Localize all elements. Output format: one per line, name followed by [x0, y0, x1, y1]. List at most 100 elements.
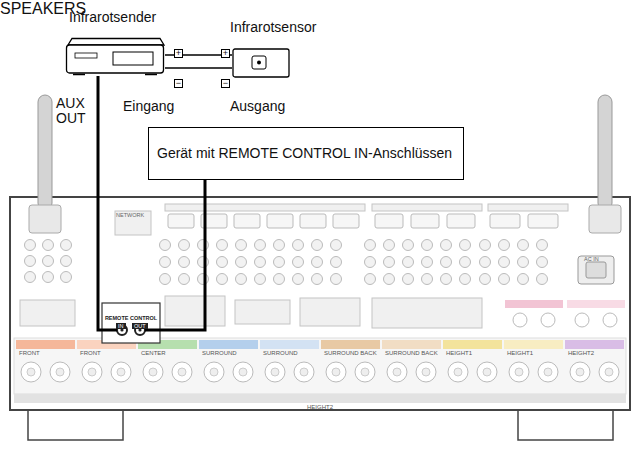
rca-jack — [274, 240, 285, 251]
rca-jack — [217, 240, 228, 251]
label-holder: AUX OUT — [56, 96, 92, 127]
device-top — [68, 39, 164, 46]
label-holder: NETWORK — [116, 203, 144, 221]
speaker-terminal — [570, 362, 590, 382]
speaker-terminal-core — [210, 368, 218, 376]
callout-box: Gerät mit REMOTE CONTROL IN-Anschlüssen — [148, 127, 464, 180]
rca-jack — [384, 240, 395, 251]
label-holder: HEIGHT1 — [446, 341, 472, 359]
foot — [28, 406, 123, 440]
rca-jack — [480, 240, 491, 251]
speaker-row — [14, 338, 626, 394]
rca-jack — [460, 257, 471, 268]
rca-jack — [179, 274, 190, 285]
rca-jack — [499, 257, 510, 268]
speaker-band — [443, 340, 502, 349]
label-holder: AC IN — [584, 247, 599, 265]
speaker-channel-label: FRONT — [80, 350, 101, 356]
port-group — [300, 298, 360, 326]
rca-jack — [293, 240, 304, 251]
speaker-terminal — [387, 362, 407, 382]
speaker-channel-label: FRONT — [19, 350, 40, 356]
rca-jack — [274, 274, 285, 285]
speaker-terminal — [448, 362, 468, 382]
device-detail — [75, 53, 97, 58]
rca-jack — [441, 274, 452, 285]
rca-jack — [255, 257, 266, 268]
rca-jack — [480, 257, 491, 268]
hdmi-port — [447, 214, 475, 228]
rca-jack — [422, 274, 433, 285]
callout-text: Gerät mit REMOTE CONTROL IN-Anschlüssen — [157, 146, 452, 161]
ac-inlet-socket — [586, 262, 606, 278]
jack-label: IN — [116, 323, 126, 329]
rca-jack — [460, 274, 471, 285]
label-holder: HEIGHT2 — [568, 341, 594, 359]
rca-jack — [537, 274, 548, 285]
hdmi-port — [168, 214, 194, 228]
speaker-terminal-core — [178, 368, 186, 376]
rca-jack — [384, 257, 395, 268]
speaker-terminal — [575, 313, 589, 327]
label-holder: REMOTE CONTROL — [102, 306, 160, 324]
rca-jack — [25, 240, 36, 251]
panel-label: AC IN — [584, 256, 599, 262]
rca-jack — [198, 240, 209, 251]
label-holder: SURROUND — [202, 341, 237, 359]
port-group — [235, 300, 290, 324]
rca-jack — [160, 274, 171, 285]
hdmi-port — [411, 214, 439, 228]
speaker-terminal-core — [149, 368, 157, 376]
rca-jack — [25, 272, 36, 283]
rca-jack — [422, 240, 433, 251]
panel-label: REMOTE CONTROL — [105, 315, 157, 321]
sensor-eye — [257, 61, 261, 65]
panel-label: NETWORK — [116, 212, 144, 218]
speaker-terminal — [172, 362, 192, 382]
speaker-terminal — [416, 362, 436, 382]
rca-jack — [236, 257, 247, 268]
rca-jack — [499, 274, 510, 285]
panel-label: HEIGHT2 — [307, 404, 333, 410]
rca-jack — [312, 274, 323, 285]
label-holder: SURROUND BACK — [324, 341, 377, 359]
device-foot — [145, 74, 157, 76]
rca-jack — [274, 257, 285, 268]
port-group — [165, 296, 225, 326]
polarity-mark: − — [174, 79, 183, 88]
jack-label: OUT — [132, 323, 148, 329]
speaker-terminal — [265, 362, 285, 382]
speaker-terminal — [294, 362, 314, 382]
port-label: Eingang — [123, 98, 174, 114]
label-holder: HEIGHT2 — [14, 395, 626, 413]
speaker-terminal — [509, 362, 529, 382]
speaker-channel-label: HEIGHT2 — [568, 350, 594, 356]
speaker-terminal — [143, 362, 163, 382]
rca-jack — [160, 240, 171, 251]
rca-jack — [403, 240, 414, 251]
rca-jack — [61, 240, 72, 251]
ir-sensor-drawing — [232, 48, 290, 78]
speaker-terminal-core — [483, 368, 491, 376]
rca-jack — [255, 240, 266, 251]
device-foot — [73, 74, 85, 76]
rca-jack — [43, 272, 54, 283]
speaker-terminal — [477, 362, 497, 382]
speaker-channel-label: SURROUND BACK — [385, 350, 438, 356]
speaker-channel-label: HEIGHT1 — [507, 350, 533, 356]
rca-jack — [537, 257, 548, 268]
rca-jack — [460, 240, 471, 251]
speaker-terminal — [82, 362, 102, 382]
ir-sensor: Infrarotsensor — [232, 48, 290, 78]
foot — [518, 406, 613, 440]
port-group — [115, 211, 151, 235]
speaker-band — [505, 300, 563, 308]
label-holder: IN — [116, 314, 126, 332]
speaker-terminal — [21, 362, 41, 382]
polarity-mark: + — [221, 49, 230, 58]
rca-jack — [43, 240, 54, 251]
polarity-mark: − — [221, 79, 230, 88]
label-holder: SURROUND — [263, 341, 298, 359]
rca-jack — [365, 240, 376, 251]
port-group — [20, 300, 75, 326]
